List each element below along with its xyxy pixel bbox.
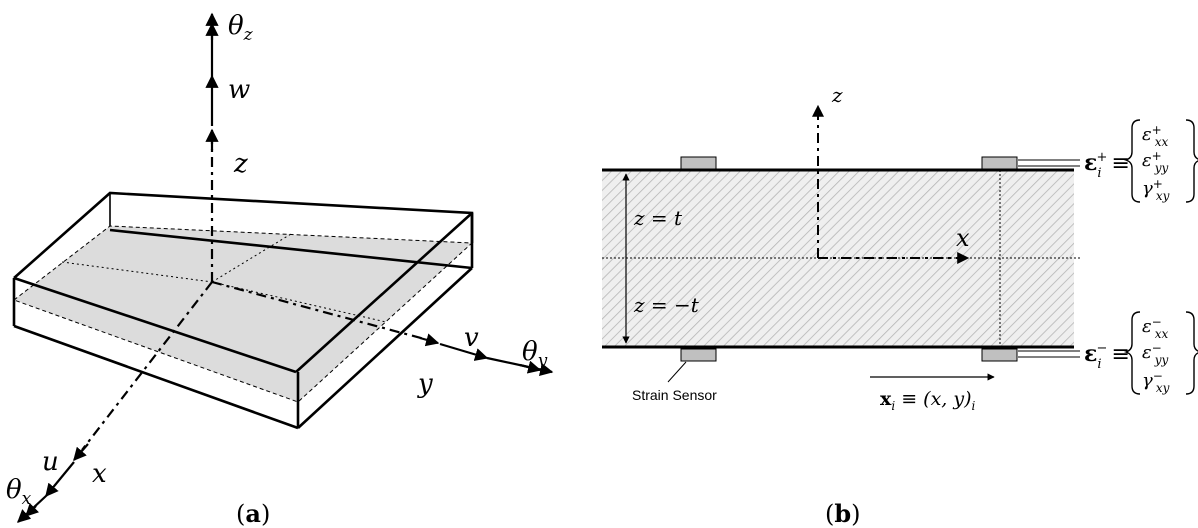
v-axis-arrow (439, 342, 489, 361)
label-z: z (233, 149, 248, 179)
label-u: u (42, 447, 59, 477)
strain-bottom-row-1: ε−xx (1142, 315, 1169, 341)
label-v: v (464, 323, 479, 353)
panel-b: z = t z = −t z x xi ≡ (x, y)i Strain Sen… (602, 83, 1198, 528)
brace-bottom-right-2 (1185, 352, 1198, 395)
plate-top-diagonal (109, 228, 473, 270)
theta-x-double-arrow (25, 502, 40, 517)
midplane-dotted-line-1 (61, 261, 213, 283)
theta-y-double-arrow (519, 360, 542, 374)
strain-top-row-3: γ+xy (1142, 177, 1170, 203)
midplane-dotted-line-3 (211, 233, 292, 283)
label-y: y (417, 369, 433, 399)
plate-right-bottom-edge (297, 267, 473, 429)
plate-bottom-front-edge (13, 324, 299, 430)
plate-shaded-surface (14, 226, 472, 402)
sensor-bottom-right (981, 348, 1018, 362)
strain-bottom-row-2: ε−yy (1142, 341, 1169, 367)
dim-label-bottom: z = −t (633, 293, 700, 317)
sensor-bottom-left (680, 348, 717, 362)
strain-vector-bottom: εi−≡ ε−xx ε−yy γ−xy (1084, 311, 1198, 395)
caption-b: (b) (825, 499, 861, 528)
strain-top-symbol: εi+≡ (1084, 150, 1130, 181)
x-axis-dashed (81, 281, 213, 451)
label-theta-x: θx (6, 475, 32, 509)
brace-top-right (1185, 119, 1198, 160)
label-theta-y: θy (522, 337, 548, 371)
u-axis-arrow (45, 461, 75, 498)
strain-top-row-2: ε+yy (1142, 149, 1169, 175)
strain-bottom-row-3: γ−xy (1142, 369, 1170, 395)
plate-top-inner-edge-2 (295, 212, 473, 373)
caption-a: (a) (236, 499, 270, 528)
label-x-b: x (956, 224, 970, 252)
brace-top-right-2 (1185, 160, 1198, 203)
x-axis-arrow (73, 443, 89, 461)
strain-vector-top: εi+≡ ε+xx ε+yy γ+xy (1084, 119, 1198, 203)
position-label: xi ≡ (x, y)i (880, 388, 976, 413)
brace-bottom-right (1185, 311, 1198, 352)
strain-bottom-symbol: εi−≡ (1084, 341, 1130, 372)
y-axis-dashed (211, 280, 433, 343)
brace-bottom (1123, 311, 1141, 395)
label-z-b: z (831, 83, 843, 107)
plate-top-inner-edge-1 (13, 276, 297, 374)
sensor-label-leader (667, 361, 687, 383)
y-axis-arrow (419, 333, 440, 347)
label-x-a: x (92, 459, 107, 489)
sensor-top-left (680, 156, 717, 170)
brace-top (1123, 119, 1141, 203)
panel-a: θz w z v θy y u x θx (a) (6, 11, 554, 528)
strain-top-row-1: ε+xx (1142, 123, 1169, 149)
sensor-label: Strain Sensor (632, 387, 717, 403)
dim-label-top: z = t (633, 206, 683, 230)
sensor-top-right (981, 156, 1018, 170)
label-theta-z: θz (228, 11, 254, 45)
label-w: w (228, 75, 250, 105)
